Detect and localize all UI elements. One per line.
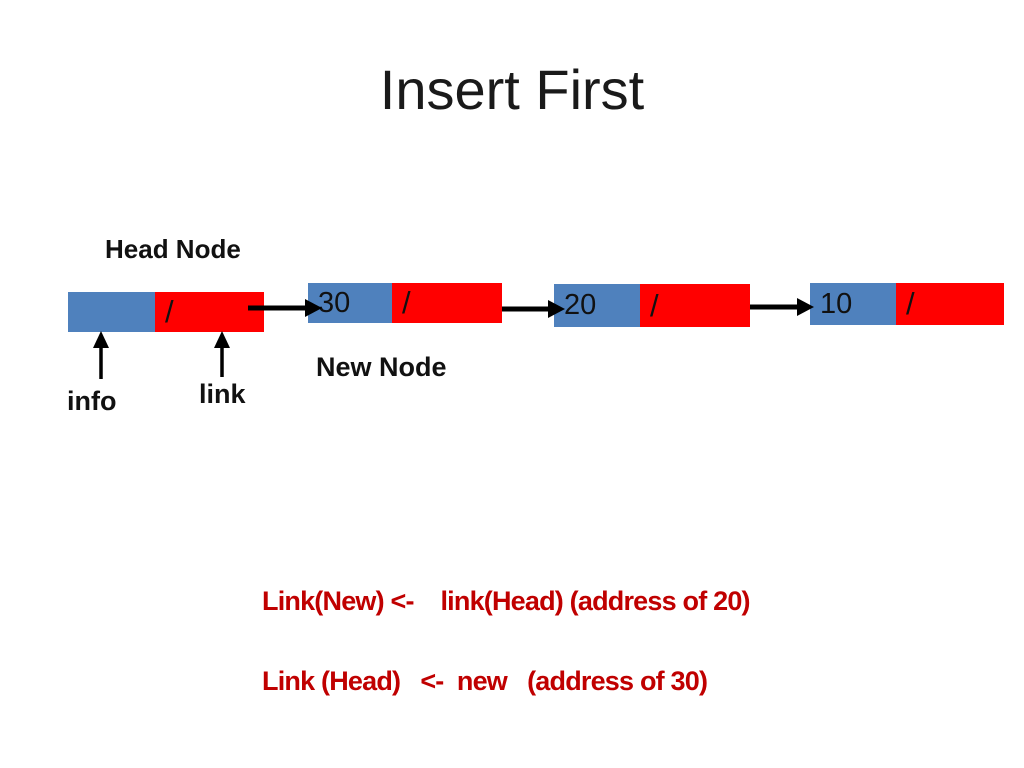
null-slash: / <box>165 294 174 329</box>
node-value: 10 <box>820 287 853 320</box>
node-value: 30 <box>318 286 351 319</box>
up-arrow-info <box>93 331 109 379</box>
statement-link-head: Link (Head) <- new (address of 30) <box>262 666 708 696</box>
info-field-label: info <box>67 386 117 416</box>
up-arrow-link <box>214 331 230 377</box>
head-link-cell: / <box>155 292 264 332</box>
node-link-cell: / <box>640 284 750 327</box>
new-node-label: New Node <box>316 352 447 382</box>
node-link-cell: / <box>392 283 502 323</box>
slide-title: Insert First <box>379 58 645 121</box>
node-info-cell: 30 <box>308 283 392 323</box>
list-node-10: 10 / <box>810 283 1004 325</box>
head-info-cell <box>68 292 155 332</box>
link-field-label: link <box>199 379 246 409</box>
list-node-20: 20 / <box>554 284 750 327</box>
node-info-cell: 10 <box>810 283 896 325</box>
null-slash: / <box>906 286 915 321</box>
node-info-cell: 20 <box>554 284 640 327</box>
null-slash: / <box>650 287 659 323</box>
null-slash: / <box>402 285 411 320</box>
head-node: / <box>68 292 264 332</box>
statement-link-new: Link(New) <- link(Head) (address of 20) <box>262 586 751 616</box>
node-link-cell: / <box>896 283 1004 325</box>
list-node-30: 30 / <box>308 283 502 323</box>
node-value: 20 <box>564 289 597 321</box>
right-arrow-20-to-10 <box>750 298 814 316</box>
head-node-label: Head Node <box>105 234 241 264</box>
